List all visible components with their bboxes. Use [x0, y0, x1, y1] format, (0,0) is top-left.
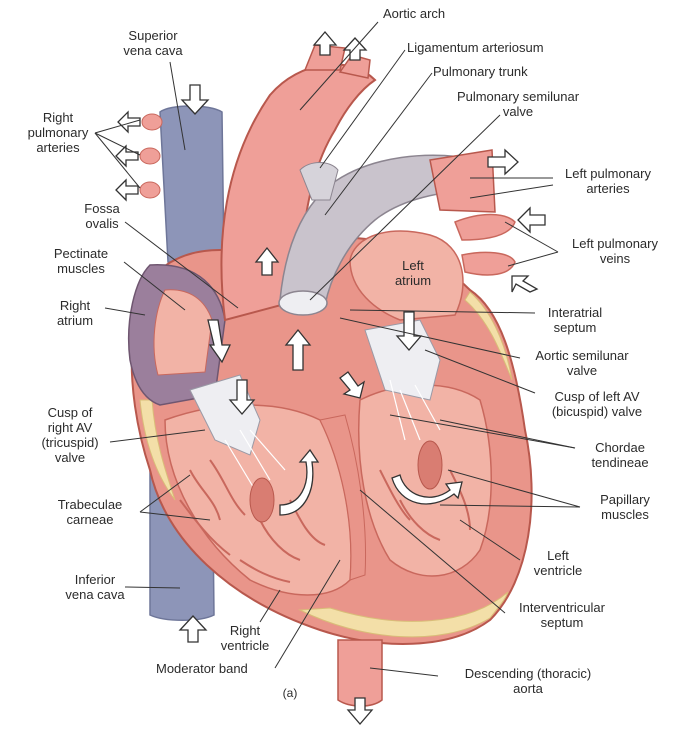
- label-right-ventricle: Right ventricle: [220, 623, 270, 653]
- label-pulmonary-trunk: Pulmonary trunk: [433, 64, 528, 79]
- arrow-rpa-icon: [117, 110, 141, 134]
- label-moderator-band: Moderator band: [156, 661, 248, 676]
- arrow-rv-up-icon: [254, 246, 280, 276]
- aortic-branches: [303, 44, 371, 79]
- arrow-la-down-icon: [395, 311, 423, 351]
- left-pulmonary-artery-shape: [429, 149, 496, 213]
- arrow-ra-down-icon: [207, 319, 232, 364]
- arrow-rv-curve-icon: [279, 448, 320, 516]
- interventricular-septum-shape: [319, 414, 366, 581]
- pulmonary-valve-shape: [278, 290, 328, 316]
- label-right-atrium: Right atrium: [56, 298, 94, 328]
- right-atrium-cavity: [153, 289, 213, 376]
- label-ligamentum-arteriosum: Ligamentum arteriosum: [407, 40, 544, 55]
- epicardial-fat-left: [139, 399, 176, 501]
- label-cusp-right-av: Cusp of right AV (tricuspid) valve: [41, 405, 99, 465]
- label-fossa-ovalis: Fossa ovalis: [84, 201, 120, 231]
- label-pulmonary-semilunar-valve: Pulmonary semilunar valve: [456, 89, 580, 119]
- label-left-pulmonary-arteries: Left pulmonary arteries: [565, 166, 651, 196]
- superior-vena-cava: [159, 105, 225, 266]
- arrow-aorta-up2-icon: [342, 37, 368, 61]
- trabeculae-texture: [179, 459, 326, 583]
- label-interventricular-septum: Interventricular septum: [519, 600, 605, 630]
- label-left-pulmonary-veins: Left pulmonary veins: [572, 236, 658, 266]
- left-ventricle-texture: [379, 469, 471, 541]
- arrow-pulm-right-icon: [487, 148, 519, 176]
- flow-arrows: [115, 30, 546, 725]
- arrow-pulm-vein2-icon: [511, 275, 539, 293]
- label-aortic-arch: Aortic arch: [383, 6, 446, 21]
- label-cusp-left-av: Cusp of left AV (bicuspid) valve: [551, 389, 643, 419]
- arrow-rpa3-icon: [115, 178, 139, 202]
- descending-aorta-shape: [337, 639, 383, 707]
- papillary-muscle-shapes: [249, 440, 443, 523]
- arrow-pulm-up-icon: [284, 328, 312, 371]
- leader-lines: [94, 21, 581, 677]
- left-pulmonary-veins: [454, 213, 516, 276]
- label-aortic-semilunar-valve: Aortic semilunar valve: [535, 348, 629, 378]
- label-right-pulmonary-arteries: Right pulmonary arteries: [27, 110, 89, 155]
- arrow-tricuspid-down-icon: [228, 379, 256, 415]
- arrow-rpa2-icon: [115, 144, 139, 168]
- label-interatrial-septum: Interatrial septum: [547, 305, 603, 335]
- label-descending-aorta: Descending (thoracic) aorta: [464, 666, 592, 696]
- arrow-svc-icon: [180, 84, 210, 115]
- arrow-pulm-vein-icon: [517, 206, 546, 234]
- arrow-ivc-icon: [178, 615, 208, 643]
- epicardial-fat: [298, 591, 509, 638]
- label-left-atrium: Left atrium: [394, 258, 432, 288]
- arrow-lv-curve-icon: [391, 474, 463, 505]
- label-chordae-tendineae: Chordae tendineae: [591, 440, 649, 470]
- label-trabeculae-carneae: Trabeculae carneae: [57, 497, 123, 527]
- label-left-ventricle: Left ventricle: [533, 548, 583, 578]
- label-superior-vena-cava: Superior vena cava: [123, 28, 183, 58]
- label-papillary-muscles: Papillary muscles: [600, 492, 650, 522]
- figure-tag: (a): [282, 686, 298, 700]
- arrow-lv-out-icon: [339, 371, 366, 399]
- arrow-aorta-up-icon: [312, 30, 338, 56]
- right-pulmonary-arteries: [139, 113, 163, 199]
- chordae-lines: [224, 379, 441, 491]
- arrow-desc-aorta-icon: [346, 697, 374, 725]
- epicardial-fat-right: [464, 291, 513, 381]
- label-inferior-vena-cava: Inferior vena cava: [65, 572, 125, 602]
- label-pectinate-muscles: Pectinate muscles: [53, 246, 109, 276]
- ligamentum-arteriosum-shape: [299, 162, 339, 201]
